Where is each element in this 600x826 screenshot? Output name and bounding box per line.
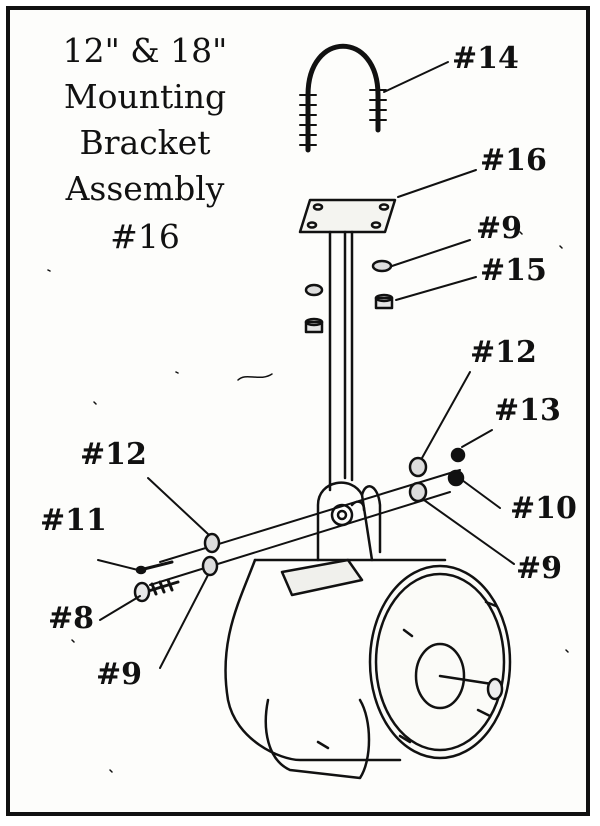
u-bolt bbox=[299, 43, 387, 153]
label-part-12-right: #12 bbox=[470, 335, 537, 370]
label-part-9-left: #9 bbox=[96, 657, 143, 692]
leader-lines bbox=[97, 61, 515, 669]
label-part-16: #16 bbox=[480, 143, 547, 178]
motor bbox=[224, 558, 512, 780]
label-part-14: #14 bbox=[452, 41, 519, 76]
bracket-clevis bbox=[316, 481, 382, 562]
mounting-plate bbox=[298, 198, 397, 234]
title-line-size: 12" & 18" bbox=[62, 31, 228, 70]
title-line-assembly: Assembly bbox=[65, 169, 225, 208]
title-line-bracket: Bracket bbox=[79, 123, 211, 162]
label-part-12-left: #12 bbox=[80, 437, 147, 472]
label-part-9-right: #9 bbox=[516, 551, 563, 586]
label-part-10: #10 bbox=[510, 491, 577, 526]
title-line-part-number: #16 bbox=[110, 217, 180, 256]
label-part-9-top: #9 bbox=[476, 211, 523, 246]
scan-speckles bbox=[47, 231, 569, 773]
title-line-mounting: Mounting bbox=[63, 77, 227, 116]
label-part-11: #11 bbox=[40, 503, 107, 538]
bracket-post bbox=[328, 230, 354, 492]
label-part-13: #13 bbox=[494, 393, 561, 428]
label-part-15: #15 bbox=[480, 253, 547, 288]
label-part-8: #8 bbox=[48, 601, 95, 636]
